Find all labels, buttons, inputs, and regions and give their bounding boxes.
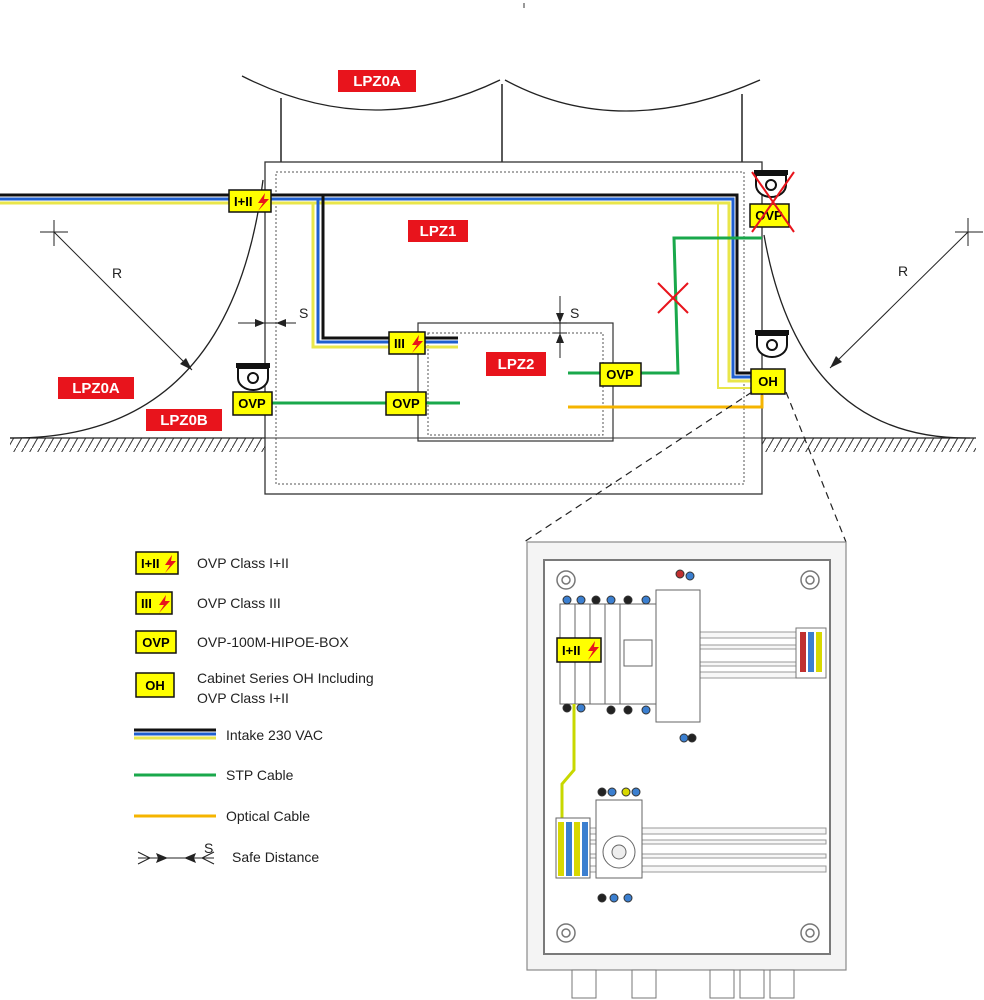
svg-text:STP Cable: STP Cable — [226, 767, 294, 783]
legend-item-optical: Optical Cable — [134, 808, 310, 824]
legend: I+II OVP Class I+II III OVP Class III OV… — [134, 551, 374, 865]
building-outline — [264, 161, 763, 495]
lightning-icon — [588, 641, 599, 660]
svg-text:Safe Distance: Safe Distance — [232, 849, 319, 865]
zone-tag-lpz0a-top: LPZ0A — [338, 70, 416, 92]
svg-text:LPZ0A: LPZ0A — [353, 73, 401, 90]
svg-text:I+II: I+II — [562, 643, 580, 658]
badge-oh: OH — [750, 368, 786, 395]
zone-tag-lpz0b: LPZ0B — [146, 409, 222, 431]
svg-text:OVP: OVP — [606, 367, 634, 382]
svg-text:III: III — [394, 336, 405, 351]
cable-glands — [571, 969, 795, 999]
radius-left: R — [40, 220, 193, 371]
svg-text:OH: OH — [145, 678, 165, 693]
lightning-icon — [159, 595, 170, 613]
lightning-icon — [258, 193, 269, 211]
disallowed-route-x — [657, 282, 689, 314]
safe-distance-marker-lpz2: S — [553, 296, 579, 358]
lpz1-boundary — [275, 171, 745, 485]
svg-text:LPZ2: LPZ2 — [498, 356, 535, 373]
svg-text:R: R — [898, 263, 908, 279]
svg-text:OVP: OVP — [238, 396, 266, 411]
ground — [10, 437, 976, 452]
svg-text:Cabinet Series OH Including: Cabinet Series OH Including — [197, 670, 374, 686]
badge-ovp-middle: OVP — [385, 391, 427, 416]
svg-text:OVP: OVP — [392, 396, 420, 411]
camera-icon — [755, 330, 789, 358]
bottom-module — [555, 799, 643, 879]
badge-class12-cabinet: I+II — [556, 637, 602, 663]
sphere-arc-right — [504, 79, 761, 112]
radius-right: R — [829, 218, 983, 369]
svg-text:I+II: I+II — [141, 556, 159, 571]
cabinet-screw — [556, 570, 820, 943]
badge-ovp-left: OVP — [232, 391, 273, 416]
cabinet-oh-detail: I+II — [526, 541, 847, 999]
svg-text:LPZ1: LPZ1 — [420, 223, 457, 240]
zoom-line-right — [785, 391, 847, 543]
zone-tag-lpz0a-left: LPZ0A — [58, 377, 134, 399]
terminal-screws — [562, 569, 697, 743]
lightning-icon — [165, 555, 176, 573]
svg-text:III: III — [141, 596, 152, 611]
svg-text:OVP Class I+II: OVP Class I+II — [197, 690, 289, 706]
legend-item-class12: I+II OVP Class I+II — [135, 551, 289, 575]
svg-text:OVP-100M-HIPOE-BOX: OVP-100M-HIPOE-BOX — [197, 634, 349, 650]
zone-tag-lpz1: LPZ1 — [408, 220, 468, 242]
sphere-arc-left-side — [9, 179, 264, 439]
ground-wire — [560, 704, 576, 830]
terminal-block-right — [795, 627, 827, 679]
legend-item-ovp: OVP OVP-100M-HIPOE-BOX — [135, 630, 349, 654]
svg-text:Intake 230 VAC: Intake 230 VAC — [226, 727, 323, 743]
svg-text:S: S — [204, 840, 213, 856]
svg-text:R: R — [112, 265, 122, 281]
svg-text:I+II: I+II — [234, 194, 252, 209]
svg-text:LPZ0A: LPZ0A — [72, 380, 120, 397]
svg-text:LPZ0B: LPZ0B — [160, 412, 208, 429]
sphere-arc-left — [241, 75, 501, 111]
legend-item-stp: STP Cable — [134, 767, 294, 783]
legend-item-oh: OH Cabinet Series OH Including OVP Class… — [135, 670, 374, 706]
svg-text:OVP Class I+II: OVP Class I+II — [197, 555, 289, 571]
sphere-arc-right-side — [763, 234, 971, 439]
badge-class3-lpz2: III — [388, 331, 426, 355]
camera-icon-crossed — [754, 170, 788, 198]
badge-class12-intake: I+II — [228, 189, 272, 213]
lightning-icon — [412, 335, 423, 353]
safe-distance-marker-wall: S — [238, 305, 308, 327]
badge-ovp-crossed: OVP — [749, 171, 795, 233]
svg-text:OVP Class III: OVP Class III — [197, 595, 281, 611]
badge-ovp-lpz2: OVP — [599, 362, 642, 387]
optical-cable — [568, 395, 764, 409]
zone-tag-lpz2: LPZ2 — [486, 352, 546, 376]
zoom-line-left — [523, 391, 753, 543]
svg-text:OVP: OVP — [142, 635, 170, 650]
camera-icon — [236, 363, 270, 391]
svg-text:OVP: OVP — [755, 208, 783, 223]
stp-cables — [264, 236, 762, 405]
cross-out-line — [751, 171, 795, 233]
legend-item-intake: Intake 230 VAC — [134, 727, 323, 743]
svg-text:S: S — [299, 305, 308, 321]
svg-text:Optical Cable: Optical Cable — [226, 808, 310, 824]
bottom-terminal-screws — [597, 787, 641, 903]
legend-item-class3: III OVP Class III — [135, 591, 281, 615]
svg-text:OH: OH — [758, 374, 778, 389]
svg-text:S: S — [570, 305, 579, 321]
legend-item-safe-distance: S Safe Distance — [137, 840, 319, 865]
